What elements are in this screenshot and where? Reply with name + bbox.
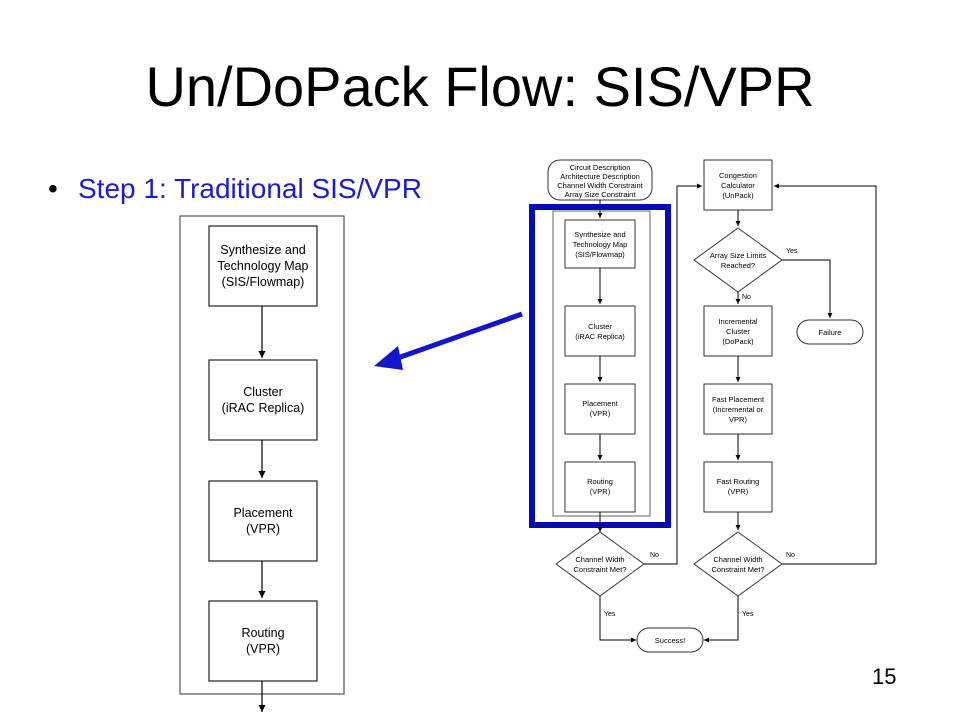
zoom-node-label: (SIS/Flowmap) bbox=[222, 275, 305, 289]
branch-label-yes: Yes bbox=[604, 611, 616, 618]
full-node-label: (Incremental or bbox=[713, 405, 764, 414]
zoom-node-place: Placement (VPR) bbox=[208, 480, 318, 562]
full-decision-channel-right: Channel Width Constraint Met? bbox=[693, 531, 783, 597]
full-node-label: Incremental bbox=[718, 317, 758, 326]
full-node-label: (DoPack) bbox=[722, 337, 754, 346]
input-label: Architecture Description bbox=[560, 172, 640, 181]
zoom-node-label: (VPR) bbox=[246, 642, 280, 656]
decision-label: Channel Width bbox=[575, 555, 624, 564]
zoom-node-label: (VPR) bbox=[246, 522, 280, 536]
zoom-node-synth: Synthesize and Technology Map (SIS/Flowm… bbox=[208, 225, 318, 307]
full-inputs-terminator: Circuit Description Architecture Descrip… bbox=[547, 159, 653, 201]
full-node-label: (VPR) bbox=[728, 487, 749, 496]
full-success-terminator: Success! bbox=[636, 627, 704, 653]
zoom-node-label: Placement bbox=[233, 506, 293, 520]
decision-label: Channel Width bbox=[713, 555, 762, 564]
full-node-label: (VPR) bbox=[590, 487, 611, 496]
branch-label-yes: Yes bbox=[742, 611, 754, 618]
full-node-label: (VPR) bbox=[590, 409, 611, 418]
full-node-label: Cluster bbox=[588, 322, 612, 331]
full-node-label: (SIS/Flowmap) bbox=[575, 250, 625, 259]
decision-label: Constraint Met? bbox=[712, 565, 765, 574]
full-node-label: Placement bbox=[582, 399, 618, 408]
bullet-item: • Step 1: Traditional SIS/VPR bbox=[48, 171, 422, 207]
success-label: Success! bbox=[655, 636, 685, 645]
full-node-label: Cluster bbox=[726, 327, 750, 336]
zoom-node-label: Cluster bbox=[243, 385, 283, 399]
full-node-label: Fast Placement bbox=[712, 395, 765, 404]
branch-label-no: No bbox=[786, 552, 795, 559]
zoom-pointer-arrow bbox=[374, 311, 523, 370]
full-node-label: (UnPack) bbox=[722, 191, 754, 200]
full-inner-frame bbox=[552, 210, 651, 517]
bullet-dot-icon: • bbox=[48, 173, 58, 204]
zoom-node-label: Routing bbox=[241, 626, 284, 640]
page-number: 15 bbox=[872, 664, 897, 689]
full-decision-channel-left: Channel Width Constraint Met? bbox=[555, 531, 645, 597]
full-node-place: Placement (VPR) bbox=[564, 383, 636, 435]
full-node-route: Routing (VPR) bbox=[564, 461, 636, 513]
full-node-label: Synthesize and bbox=[574, 230, 625, 239]
full-node-label: (iRAC Replica) bbox=[575, 332, 625, 341]
decision-label: Reached? bbox=[721, 261, 755, 270]
full-node-label: Congestion bbox=[719, 171, 757, 180]
decision-label: Array Size Limits bbox=[710, 251, 767, 260]
full-node-fast-route: Fast Routing (VPR) bbox=[703, 461, 773, 513]
decision-label: Constraint Met? bbox=[574, 565, 627, 574]
branch-label-yes: Yes bbox=[786, 248, 798, 255]
zoom-node-label: Technology Map bbox=[217, 259, 308, 273]
full-node-synth: Synthesize and Technology Map (SIS/Flowm… bbox=[564, 219, 636, 269]
zoom-node-route: Routing (VPR) bbox=[208, 600, 318, 682]
branch-label-no: No bbox=[650, 552, 659, 559]
input-label: Circuit Description bbox=[570, 163, 631, 172]
full-node-label: VPR) bbox=[729, 415, 747, 424]
full-node-label: Calculator bbox=[721, 181, 755, 190]
input-label: Channel Width Constraint bbox=[557, 181, 643, 190]
bullet-text: Step 1: Traditional SIS/VPR bbox=[78, 173, 422, 204]
zoom-node-cluster: Cluster (iRAC Replica) bbox=[208, 359, 318, 441]
zoom-node-label: Synthesize and bbox=[220, 243, 306, 257]
full-node-cluster: Cluster (iRAC Replica) bbox=[564, 305, 636, 357]
failure-label: Failure bbox=[819, 328, 842, 337]
full-node-label: Technology Map bbox=[573, 240, 628, 249]
full-flow: Circuit Description Architecture Descrip… bbox=[529, 159, 877, 653]
full-node-label: Fast Routing bbox=[717, 477, 760, 486]
branch-label-no: No bbox=[742, 294, 751, 301]
full-node-inc-cluster: Incremental Cluster (DoPack) bbox=[703, 305, 773, 357]
full-node-label: Routing bbox=[587, 477, 613, 486]
full-failure-terminator: Failure bbox=[796, 319, 864, 345]
input-label: Array Size Constraint bbox=[565, 190, 637, 199]
full-decision-array-size: Array Size Limits Reached? bbox=[693, 227, 783, 293]
full-node-fast-place: Fast Placement (Incremental or VPR) bbox=[703, 383, 773, 435]
full-node-congestion: Congestion Calculator (UnPack) bbox=[703, 159, 773, 211]
zoom-node-label: (iRAC Replica) bbox=[222, 401, 305, 415]
slide-title: Un/DoPack Flow: SIS/VPR bbox=[145, 55, 815, 118]
zoom-flow: Synthesize and Technology Map (SIS/Flowm… bbox=[179, 215, 345, 712]
